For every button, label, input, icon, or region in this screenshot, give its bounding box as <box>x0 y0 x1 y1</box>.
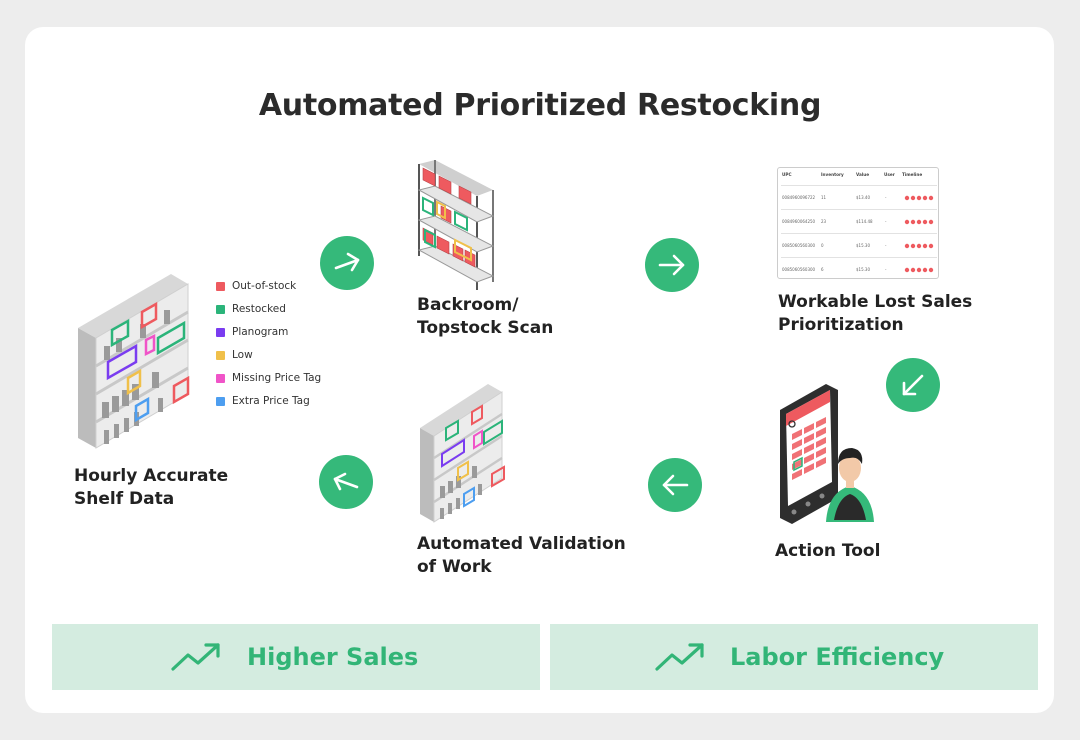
timeline-dots <box>904 243 934 249</box>
step-validation-label: Automated Validation of Work <box>417 533 626 579</box>
table-cell-inventory: 11 <box>821 195 827 200</box>
legend-item: Planogram <box>216 325 321 348</box>
legend-item: Low <box>216 348 321 371</box>
shelf-data-illustration <box>78 274 190 449</box>
legend-swatch <box>216 397 225 406</box>
timeline-dots <box>904 219 934 225</box>
table-row: 0085060560300 6 $15.30 - <box>781 257 937 281</box>
flow-arrow-5 <box>319 455 373 509</box>
table-cell-value: $15.30 <box>856 267 870 272</box>
arrow-down-left-icon <box>902 374 924 396</box>
table-header: User <box>884 172 895 177</box>
banner-label: Labor Efficiency <box>730 643 945 671</box>
flow-arrow-1 <box>320 236 374 290</box>
table-cell-value: $15.30 <box>856 243 870 248</box>
legend-label: Out-of-stock <box>232 280 297 292</box>
table-cell-user: - <box>885 195 887 200</box>
table-row: 0084960096722 11 $13.40 - <box>781 185 937 209</box>
table-cell-user: - <box>885 267 887 272</box>
higher-sales-banner: Higher Sales <box>52 624 540 690</box>
table-row: 0084960064250 23 $114.48 - <box>781 209 937 233</box>
legend-label: Restocked <box>232 303 286 315</box>
table-cell-inventory: 6 <box>821 267 824 272</box>
legend-swatch <box>216 282 225 291</box>
legend-item: Out-of-stock <box>216 279 321 302</box>
legend-label: Low <box>232 349 253 361</box>
step-label-line: Hourly Accurate <box>74 466 229 486</box>
flow-arrow-2 <box>645 238 699 292</box>
table-row: 0085060560300 0 $15.30 - <box>781 233 937 257</box>
table-cell-upc: 0084960096722 <box>782 195 816 200</box>
step-label-line: Shelf Data <box>74 489 175 509</box>
step-action-label: Action Tool <box>775 540 880 563</box>
step-label-line: of Work <box>417 557 492 577</box>
step-backroom-label: Backroom/ Topstock Scan <box>417 294 553 340</box>
step-label-line: Automated Validation <box>417 534 626 554</box>
table-header: Value <box>856 172 870 177</box>
flow-arrow-4 <box>648 458 702 512</box>
table-cell-user: - <box>885 243 887 248</box>
arrow-right-icon <box>658 254 685 276</box>
table-header: Timeline <box>902 172 923 177</box>
table-cell-upc: 0084960064250 <box>782 219 816 224</box>
arrow-right-up-icon <box>334 252 360 272</box>
table-cell-upc: 0085060560300 <box>782 267 816 272</box>
timeline-dots <box>904 195 934 201</box>
arrow-left-icon <box>662 474 689 496</box>
timeline-dots <box>904 267 934 273</box>
diagram-card <box>25 27 1054 713</box>
legend-label: Planogram <box>232 326 289 338</box>
legend-item: Extra Price Tag <box>216 394 321 417</box>
table-cell-inventory: 23 <box>821 219 827 224</box>
table-header: UPC <box>782 172 792 177</box>
table-cell-value: $13.40 <box>856 195 870 200</box>
table-cell-value: $114.48 <box>856 219 873 224</box>
action-tool-illustration <box>780 384 874 524</box>
table-cell-user: - <box>885 219 887 224</box>
table-cell-upc: 0085060560300 <box>782 243 816 248</box>
step-label-line: Backroom/ <box>417 295 519 315</box>
table-header: Inventory <box>821 172 844 177</box>
step-label-line: Workable Lost Sales <box>778 292 973 312</box>
legend-swatch <box>216 374 225 383</box>
legend-item: Restocked <box>216 302 321 325</box>
flow-arrow-3 <box>886 358 940 412</box>
legend-swatch <box>216 351 225 360</box>
trending-up-icon <box>655 643 704 671</box>
trending-up-icon <box>171 643 220 671</box>
legend-swatch <box>216 305 225 314</box>
legend-item: Missing Price Tag <box>216 371 321 394</box>
legend-label: Missing Price Tag <box>232 372 322 384</box>
arrow-left-up-icon <box>333 472 359 491</box>
page-title: Automated Prioritized Restocking <box>258 88 822 123</box>
step-label-line: Action Tool <box>775 541 881 561</box>
step-label-line: Prioritization <box>778 315 904 335</box>
validation-shelf-illustration <box>420 384 505 523</box>
banner-label: Higher Sales <box>247 643 419 671</box>
lost-sales-table: UPC Inventory Value User Timeline 008496… <box>777 167 939 279</box>
labor-efficiency-banner: Labor Efficiency <box>550 624 1038 690</box>
backroom-rack-illustration <box>417 160 495 290</box>
legend-swatch <box>216 328 225 337</box>
status-legend: Out-of-stock Restocked Planogram Low Mis… <box>216 279 321 417</box>
legend-label: Extra Price Tag <box>232 395 310 407</box>
step-label-line: Topstock Scan <box>417 318 554 338</box>
table-cell-inventory: 0 <box>821 243 824 248</box>
step-prioritization-label: Workable Lost Sales Prioritization <box>778 291 972 337</box>
step-shelf-label: Hourly Accurate Shelf Data <box>74 465 228 511</box>
